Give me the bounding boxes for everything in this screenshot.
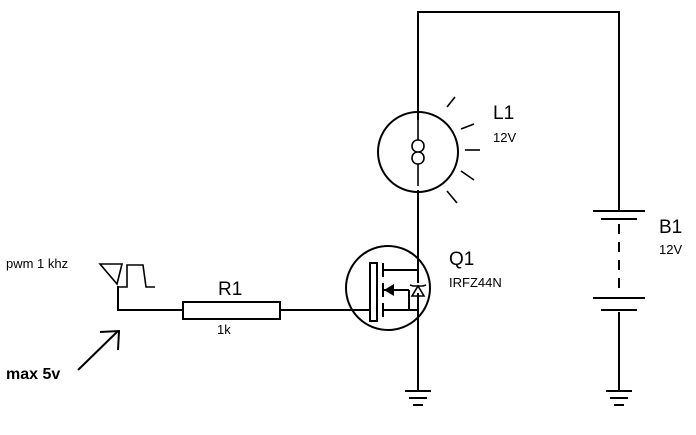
resistor-body xyxy=(182,301,281,320)
battery-ref: B1 xyxy=(659,217,682,238)
top-rail-wire xyxy=(417,11,620,211)
mosfet-icon xyxy=(345,245,431,331)
arrow-icon xyxy=(77,329,121,371)
input-wire xyxy=(117,286,183,311)
transistor-part: IRFZ44N xyxy=(449,275,502,290)
lamp-ref: L1 xyxy=(493,103,514,124)
ground-icon xyxy=(405,390,431,406)
battery-icon xyxy=(593,210,645,311)
lamp-icon xyxy=(377,96,480,204)
wires xyxy=(117,11,620,390)
battery-value: 12V xyxy=(659,242,682,257)
transistor-ref: Q1 xyxy=(449,249,474,270)
pwm-label: pwm 1 khz xyxy=(6,256,68,271)
pwm-generator-icon xyxy=(98,263,155,288)
resistor-value: 1k xyxy=(217,322,231,337)
ground-icon xyxy=(606,390,632,406)
max-voltage-label: max 5v xyxy=(6,366,60,383)
resistor-ref: R1 xyxy=(218,279,242,300)
lamp-value: 12V xyxy=(493,130,516,145)
